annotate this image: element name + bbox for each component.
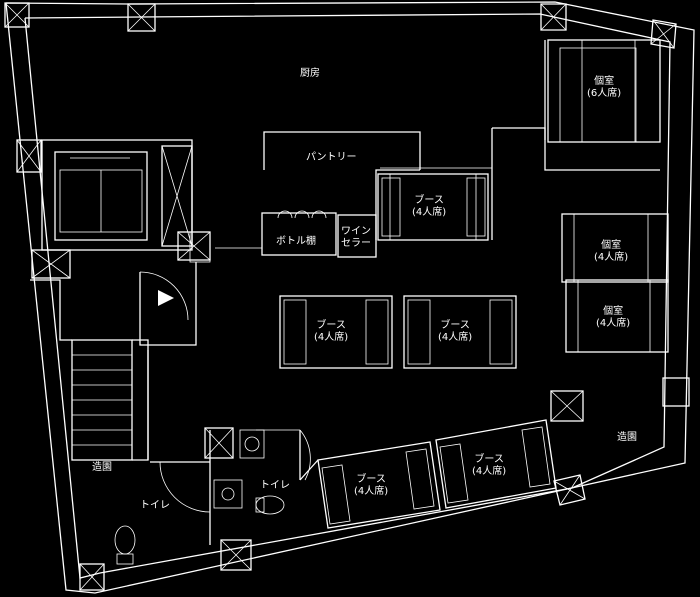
elevator-core: [41, 139, 262, 263]
booth-3-label: ブース (4人席): [438, 320, 472, 344]
private-room-4a-line2: (4人席): [594, 252, 629, 263]
wine-cellar-label: ワイン セラー: [341, 226, 371, 250]
booth-3-line1: ブース: [440, 320, 470, 331]
booth-1-line1: ブース: [414, 195, 444, 206]
booth-bottom-right: [435, 419, 557, 509]
private-room-4b-line2: (4人席): [596, 318, 631, 329]
outer-walls: [5, 1, 695, 594]
columns: [4, 2, 690, 591]
private-room-4a-label: 個室 (4人席): [594, 240, 628, 264]
bottle-shelf-label: ボトル棚: [276, 236, 316, 247]
booth-1-label: ブース (4人席): [412, 195, 446, 219]
private-room-4b: [565, 279, 669, 353]
private-room-4a-line1: 個室: [601, 240, 622, 251]
booth-4-label: ブース (4人席): [354, 474, 388, 498]
wine-cellar-line1: ワイン: [341, 226, 371, 237]
booth-1-line2: (4人席): [412, 207, 447, 218]
kitchen-walls: [263, 40, 660, 240]
wine-cellar-line2: セラー: [341, 238, 371, 249]
booth-4-line1: ブース: [356, 474, 386, 485]
stairs: [30, 279, 149, 461]
booth-mid-left: [279, 295, 393, 369]
booth-3-line2: (4人席): [438, 332, 473, 343]
booth-2-line2: (4人席): [314, 332, 349, 343]
booth-5-line1: ブース: [474, 454, 504, 465]
bottle-shelf: [261, 210, 377, 258]
private-room-4b-label: 個室 (4人席): [596, 306, 630, 330]
kitchen-label: 厨房: [300, 68, 320, 79]
entrance-door: [139, 262, 197, 346]
private-room-6: [547, 39, 661, 143]
booth-bottom-left: [317, 441, 441, 529]
booth-mid-right: [403, 295, 517, 369]
booth-2-line1: ブース: [316, 320, 346, 331]
garden-left-label: 造園: [92, 462, 112, 473]
booth-4-line2: (4人席): [354, 486, 389, 497]
booth-5-line2: (4人席): [472, 466, 507, 477]
private-room-6-line2: (6人席): [587, 88, 622, 99]
booth-top: [377, 173, 489, 241]
private-room-6-label: 個室 (6人席): [587, 76, 621, 100]
booth-2-label: ブース (4人席): [314, 320, 348, 344]
pantry-label: パントリー: [306, 152, 357, 163]
toilet-right-label: トイレ: [260, 480, 290, 491]
booth-5-label: ブース (4人席): [472, 454, 506, 478]
garden-right-label: 造園: [617, 432, 637, 443]
private-room-4a: [561, 213, 669, 283]
private-room-4b-line1: 個室: [603, 306, 624, 317]
toilets: [114, 350, 319, 565]
toilet-left-label: トイレ: [140, 500, 170, 511]
private-room-6-line1: 個室: [594, 76, 615, 87]
